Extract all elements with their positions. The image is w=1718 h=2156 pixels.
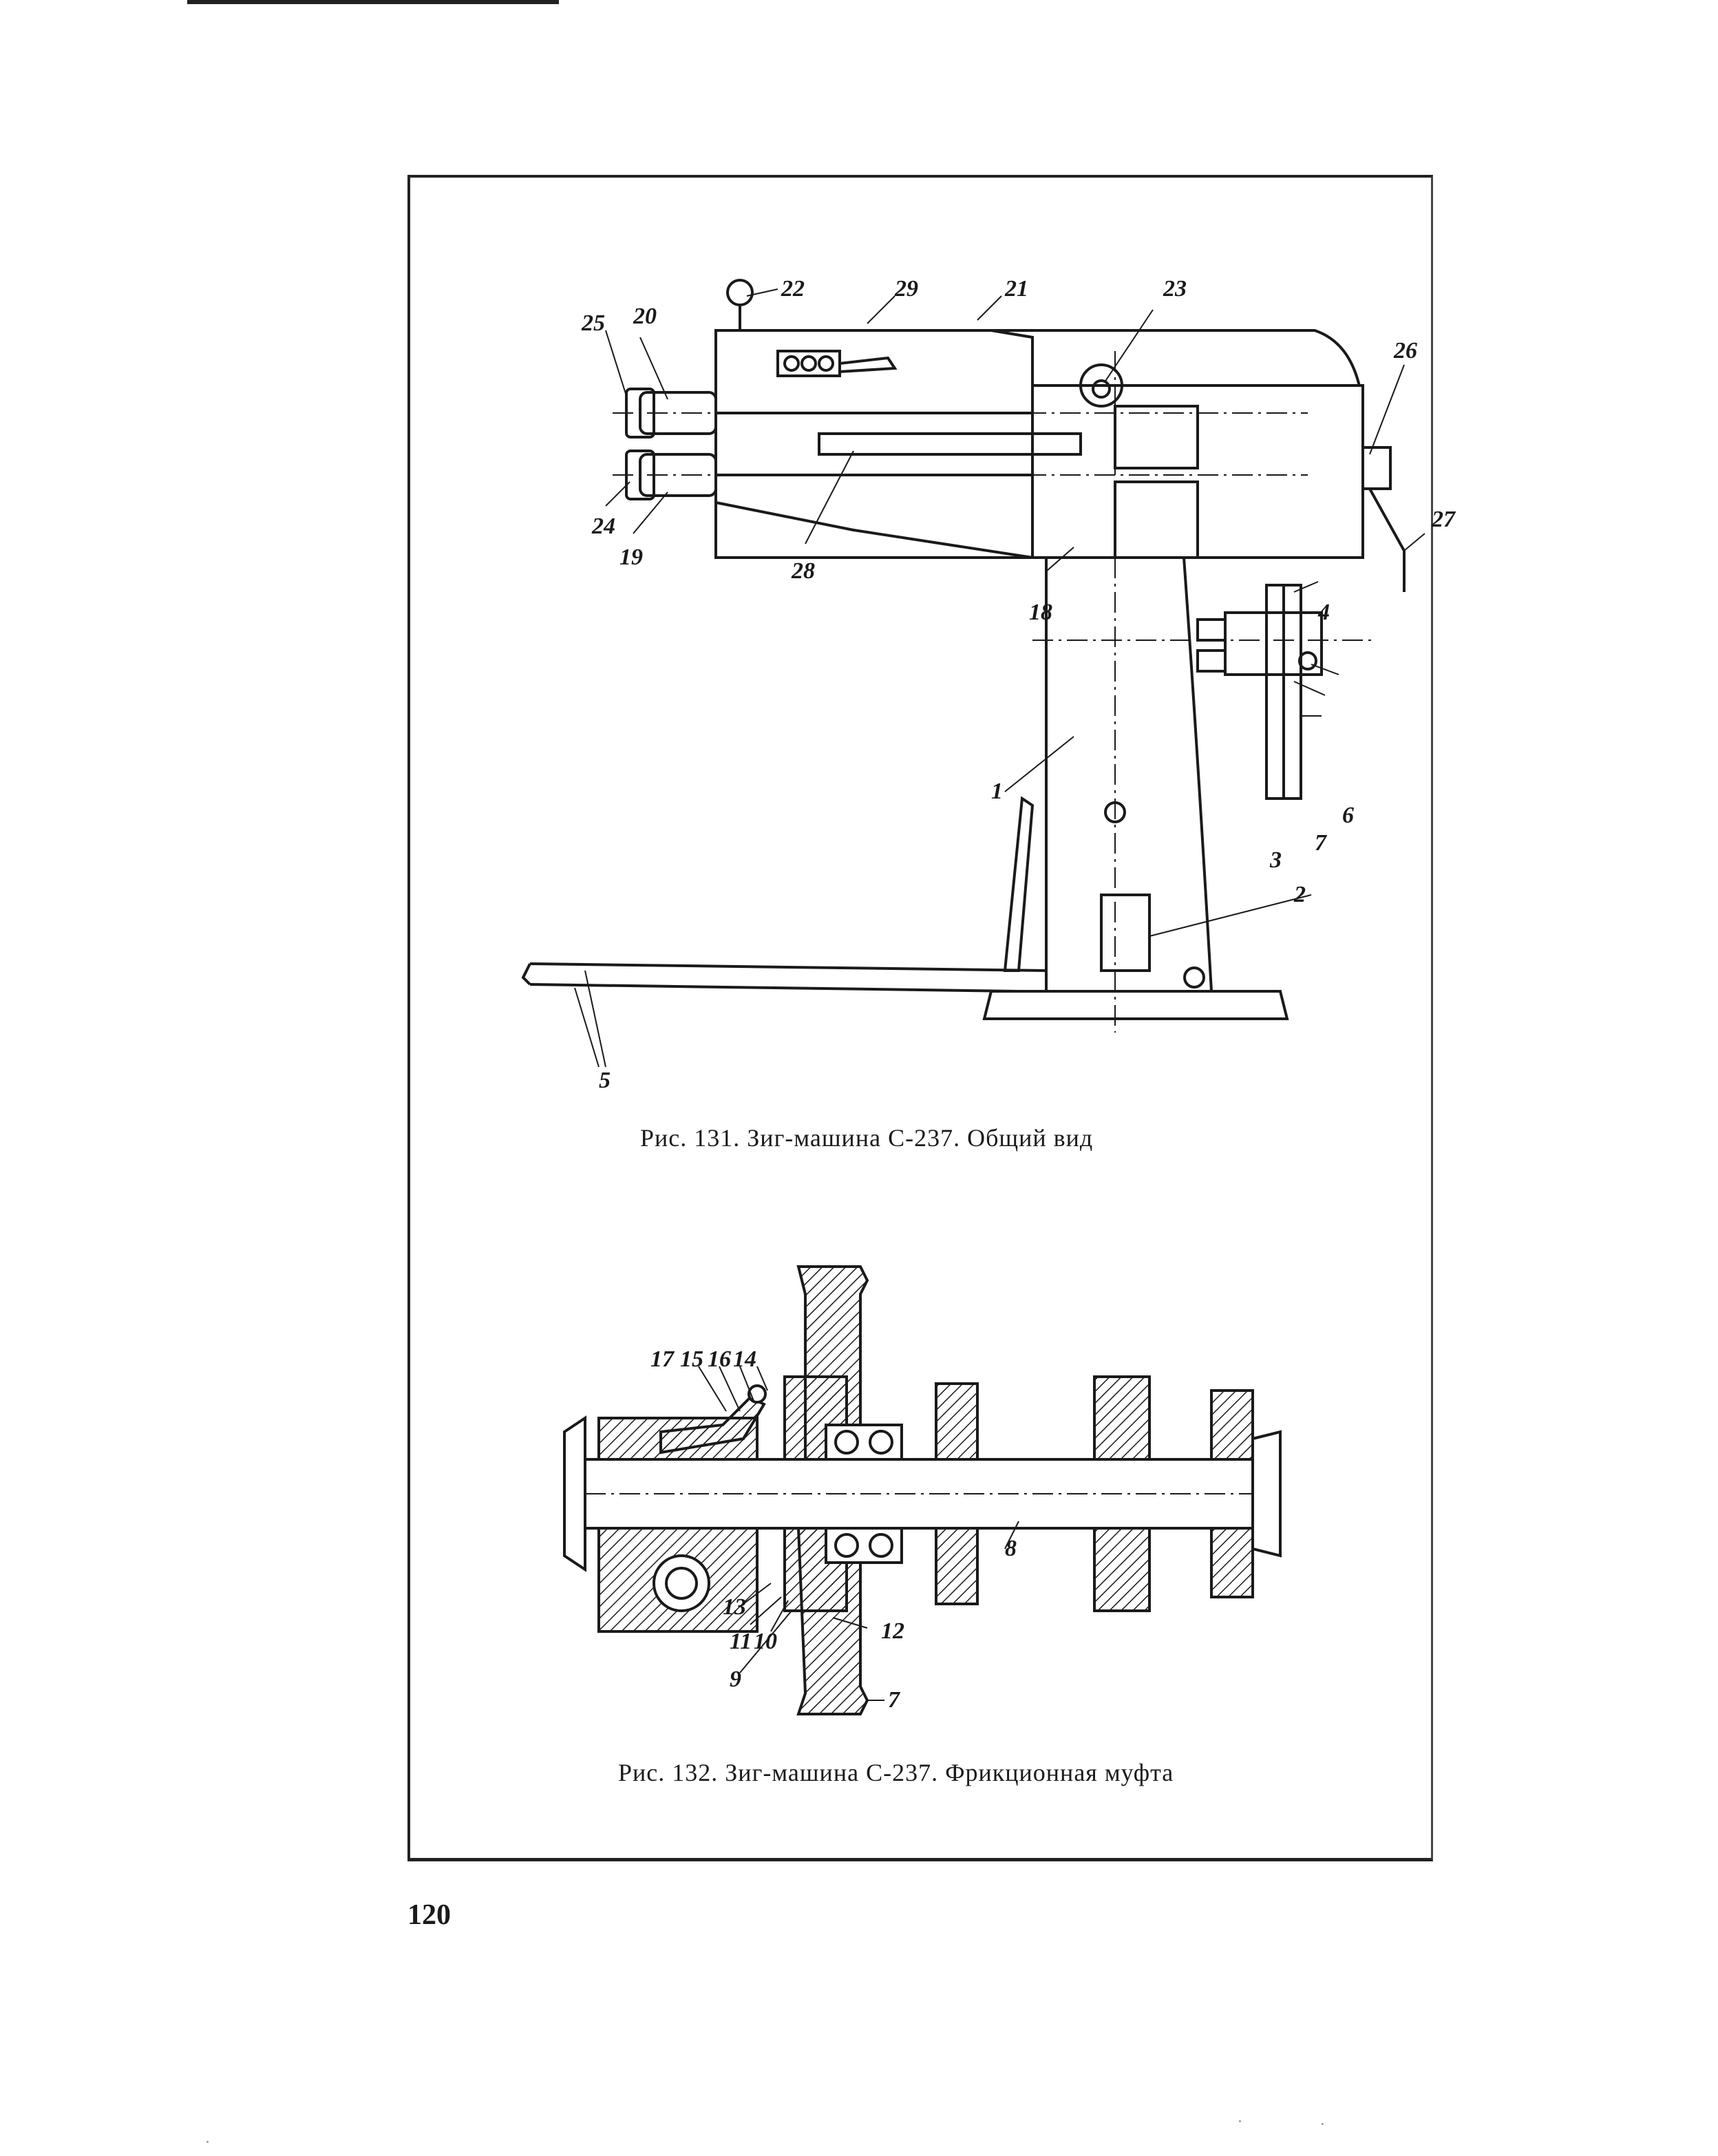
callout-2: 2 — [1293, 882, 1306, 907]
callout-8: 8 — [1005, 1536, 1017, 1561]
callout-21: 21 — [1004, 276, 1028, 302]
callout-25: 25 — [581, 310, 605, 336]
callout-12: 12 — [881, 1618, 904, 1644]
figure-frame — [407, 175, 1433, 1861]
scan-speck — [1322, 2123, 1324, 2125]
callout-7: 7 — [888, 1687, 901, 1713]
top-rule — [187, 0, 559, 4]
figure-131-caption: Рис. 131. Зиг-машина С-237. Общий вид — [640, 1124, 1094, 1152]
callout-4: 4 — [1317, 600, 1330, 625]
figure-132-caption: Рис. 132. Зиг-машина С-237. Фрикционная … — [618, 1759, 1174, 1786]
callout-15: 15 — [680, 1346, 703, 1372]
callout-22: 22 — [781, 276, 805, 302]
callout-5: 5 — [599, 1068, 611, 1093]
scan-speck — [1239, 2120, 1241, 2122]
callout-18: 18 — [1029, 600, 1052, 625]
callout-1: 1 — [991, 779, 1003, 804]
callout-29: 29 — [894, 276, 918, 302]
callout-7: 7 — [1315, 830, 1328, 856]
scan-speck — [206, 2141, 209, 2143]
callout-9: 9 — [730, 1667, 741, 1692]
callout-14: 14 — [733, 1346, 756, 1372]
callout-26: 26 — [1393, 338, 1417, 363]
callout-19: 19 — [619, 545, 643, 570]
callout-23: 23 — [1163, 276, 1187, 302]
figure-131-drawing: 22 29 21 23 25 20 26 27 24 19 28 18 4 1 … — [521, 276, 1456, 1093]
figure-132-drawing: 17 15 16 14 8 13 12 11 10 9 7 — [563, 1265, 1282, 1715]
page-number: 120 — [407, 1899, 451, 1931]
callout-16: 16 — [708, 1346, 731, 1372]
callout-11: 11 — [730, 1629, 752, 1654]
callout-6: 6 — [1342, 803, 1354, 828]
callout-10: 10 — [754, 1629, 777, 1654]
callout-24: 24 — [591, 514, 615, 539]
callout-3: 3 — [1269, 847, 1282, 873]
callout-13: 13 — [723, 1594, 746, 1620]
callout-28: 28 — [791, 558, 815, 584]
callout-17: 17 — [650, 1346, 675, 1372]
callout-20: 20 — [633, 304, 657, 329]
callout-27: 27 — [1431, 507, 1456, 532]
